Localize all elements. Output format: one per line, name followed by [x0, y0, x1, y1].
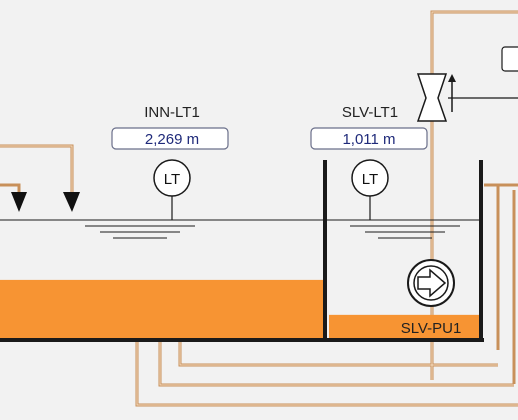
- inlet-arrow-icon: [11, 192, 27, 212]
- slv-lt1-instrument[interactable]: SLV-LT1 1,011 m LT: [310, 104, 428, 220]
- inn-lt1-value-box: [111, 127, 229, 150]
- sleeve-surface-ticks: [350, 225, 460, 239]
- slv-lt1-value-box: [310, 127, 428, 150]
- inn-lt1-tag: INN-LT1: [144, 104, 200, 121]
- slv-lt1-tag: SLV-LT1: [342, 104, 398, 121]
- level-transmitter-icon: [153, 159, 191, 197]
- inlet-pipe-1: [0, 183, 21, 192]
- level-transmitter-icon: [351, 159, 389, 197]
- sleeve-tank-liquid: [329, 314, 481, 338]
- slv-pu1-tag: SLV-PU1: [401, 320, 462, 337]
- inlet-arrow-icon: [63, 192, 80, 212]
- inn-lt1-instrument[interactable]: INN-LT1 2,269 m LT: [111, 104, 229, 220]
- main-tank-liquid: [0, 279, 323, 338]
- offscreen-indicator-box[interactable]: [501, 46, 518, 72]
- main-surface-ticks: [85, 225, 195, 239]
- slv-lt1-value: 1,011 m: [342, 131, 395, 148]
- pump-direction-arrow: [417, 268, 447, 298]
- up-arrow-icon: [448, 74, 456, 82]
- slv-pu1-pump[interactable]: SLV-PU1: [401, 259, 462, 337]
- control-valve-icon: [416, 73, 448, 122]
- pipe-highlights: [0, 11, 518, 406]
- control-valve[interactable]: [416, 73, 518, 122]
- inn-lt1-symbol: LT: [164, 171, 180, 188]
- tank-walls: [0, 160, 484, 342]
- slv-lt1-symbol: LT: [362, 171, 378, 188]
- inn-lt1-value: 2,269 m: [145, 131, 199, 148]
